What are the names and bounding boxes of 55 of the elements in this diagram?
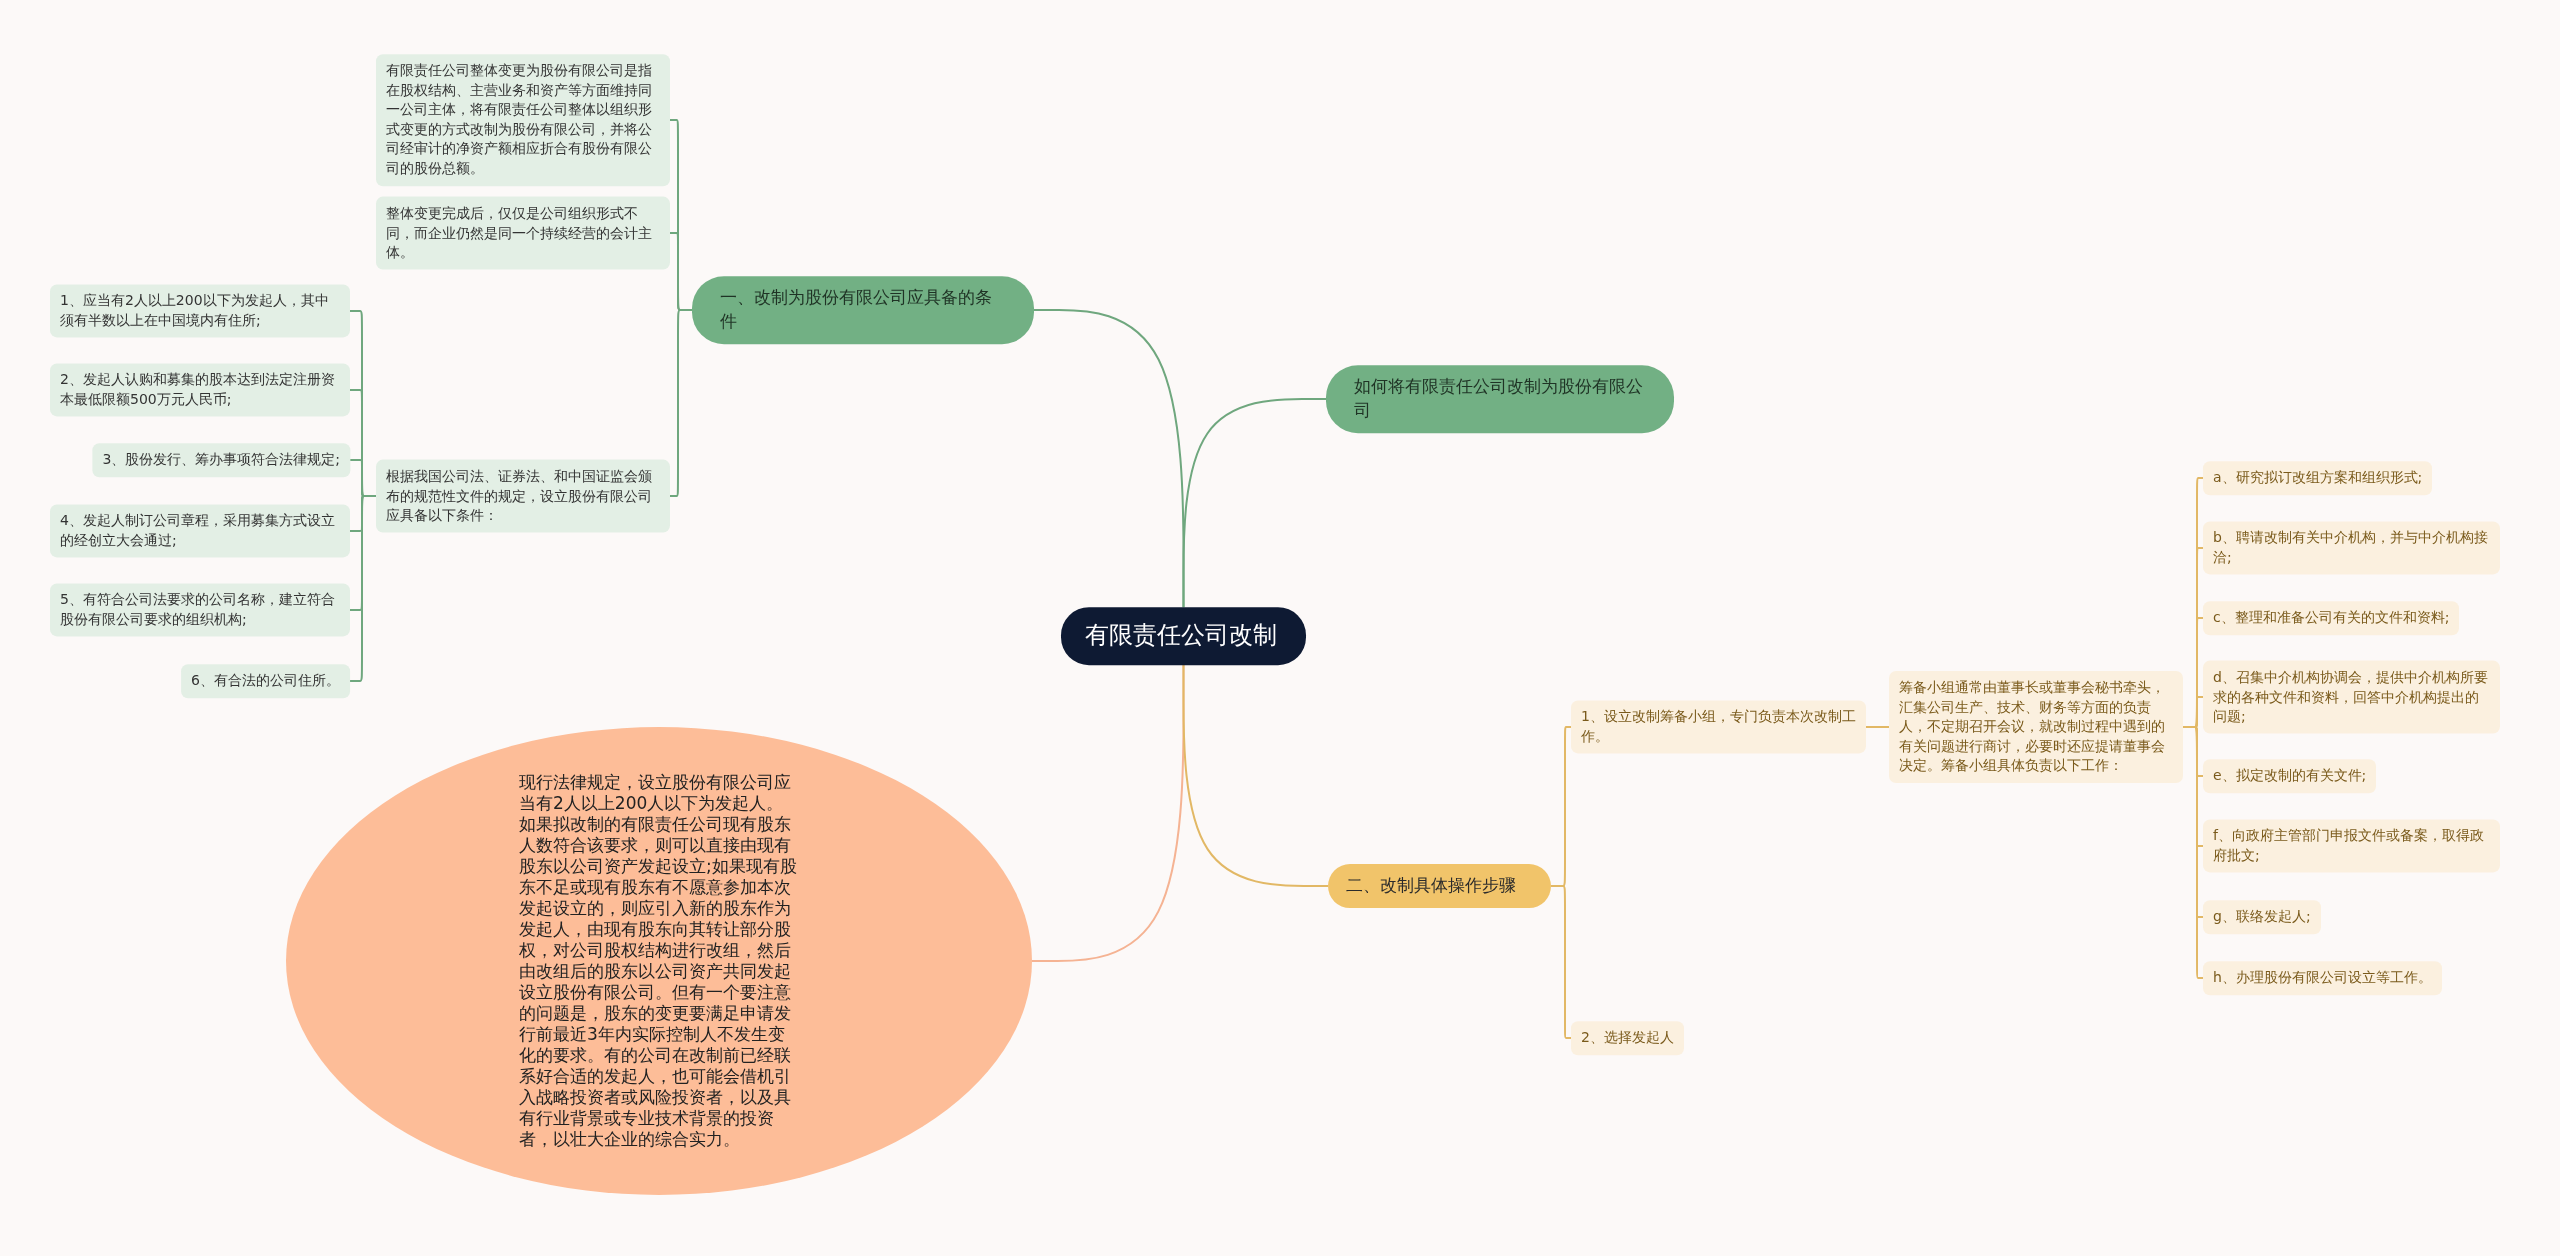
topic-text: 2、发起人认购和募集的股本达到法定注册资本最低限额500万元人民币; bbox=[60, 370, 336, 409]
topic-text: 2、选择发起人 bbox=[1581, 1028, 1674, 1048]
subtopic-box bbox=[92, 443, 350, 477]
topic-text: 如何将有限责任公司改制为股份有限公司 bbox=[1354, 375, 1644, 422]
connector-line bbox=[2182, 726, 2204, 979]
branch-topic bbox=[692, 276, 1034, 344]
connector-line bbox=[1550, 885, 1572, 1039]
topic-text: 4、发起人制订公司章程，采用募集方式设立的经创立大会通过; bbox=[60, 511, 336, 550]
topic-text: 现行法律规定，设立股份有限公司应当有2人以上200人以下为发起人。如果拟改制的有限责任公司现有股东人数符合该要求，则可以直接由现有股东以公司资产发起设立;如果现有股东不足或现有股东有不愿意参加本次发起设立的，则应引入新的股东作为发起人，由现有股东向其转让部分股权，对公司股权结构进行改组，然后由改组后的股东以公司资产共同发起设立股份有限公司。但有一个要注意的问题是，股东的变更要满足申请发行前最近3年内实际控制人不发生变化的要求。有的公司在改制前已经联系好合适的发起人，也可能会借机引入战略投资者或风险投资者，以及具有行业背景或专业技术背景的投资者，以壮大企业的综合实力。 bbox=[519, 772, 798, 1150]
connector-line bbox=[1182, 398, 1327, 609]
subtopic-box bbox=[1889, 671, 2183, 783]
subtopic-box bbox=[181, 664, 350, 698]
topic-text: h、办理股份有限公司设立等工作。 bbox=[2213, 968, 2432, 988]
subtopic-box bbox=[2203, 461, 2433, 495]
subtopic-box bbox=[376, 196, 670, 270]
topic-text: 一、改制为股份有限公司应具备的条件 bbox=[720, 286, 993, 333]
subtopic-box bbox=[50, 363, 350, 417]
subtopic-box bbox=[50, 583, 350, 637]
subtopic-box bbox=[2203, 660, 2500, 734]
topic-text: 筹备小组通常由董事长或董事会秘书牵头，汇集公司生产、技术、财务等方面的负责人，不定期召开会议，就改制过程中遇到的有关问题进行商讨，必要时还应提请董事会决定。筹备小组具体负责以下工作： bbox=[1899, 678, 2166, 776]
subtopic-box bbox=[1571, 1021, 1684, 1055]
branch-topic bbox=[1328, 864, 1551, 908]
topic-text: 1、应当有2人以上200以下为发起人，其中须有半数以上在中国境内有住所; bbox=[60, 291, 330, 330]
subtopic-box bbox=[2203, 961, 2442, 995]
branch-topic bbox=[1326, 365, 1674, 433]
topic-text: 有限责任公司改制 bbox=[1085, 620, 1278, 652]
topic-text: b、聘请改制有关中介机构，并与中介机构接洽; bbox=[2213, 528, 2489, 567]
subtopic-box bbox=[2203, 601, 2460, 635]
connector-line bbox=[1865, 726, 1890, 728]
topic-text: 二、改制具体操作步骤 bbox=[1346, 874, 1517, 898]
subtopic-box bbox=[376, 459, 670, 533]
topic-text: 5、有符合公司法要求的公司名称，建立符合股份有限公司要求的组织机构; bbox=[60, 590, 336, 629]
connector-line bbox=[669, 309, 693, 497]
subtopic-box bbox=[1571, 700, 1866, 754]
topic-text: 有限责任公司整体变更为股份有限公司是指在股权结构、主营业务和资产等方面维持同一公司主体，将有限责任公司整体以组织形式变更的方式改制为股份有限公司，并将公司经审计的净资产额相应折合有股份有限公司的股份总额。 bbox=[386, 61, 653, 179]
subtopic-box bbox=[2203, 819, 2500, 873]
topic-text: 整体变更完成后，仅仅是公司组织形式不同，而企业仍然是同一个持续经营的会计主体。 bbox=[386, 203, 653, 262]
topic-text: 1、设立改制筹备小组，专门负责本次改制工作。 bbox=[1581, 707, 1856, 746]
root-topic bbox=[1061, 607, 1306, 665]
subtopic-box bbox=[376, 54, 670, 186]
connector-line bbox=[1182, 663, 1329, 887]
topic-text: d、召集中介机构协调会，提供中介机构所要求的各种文件和资料，回答中介机构提出的问题; bbox=[2213, 667, 2489, 726]
subtopic-box bbox=[50, 504, 350, 558]
topic-text: 3、股份发行、筹办事项符合法律规定; bbox=[102, 450, 340, 470]
topic-text: g、联络发起人; bbox=[2213, 907, 2311, 927]
subtopic-box bbox=[2203, 759, 2377, 793]
subtopic-box bbox=[2203, 900, 2321, 934]
subtopic-box bbox=[2203, 521, 2500, 575]
topic-text: 根据我国公司法、证券法、和中国证监会颁布的规范性文件的规定，设立股份有限公司应具备以下条件： bbox=[386, 466, 653, 525]
topic-text: a、研究拟订改组方案和组织形式; bbox=[2213, 468, 2423, 488]
topic-text: f、向政府主管部门申报文件或备案，取得政府批文; bbox=[2213, 826, 2485, 865]
subtopic-box bbox=[50, 284, 350, 338]
topic-text: 6、有合法的公司住所。 bbox=[191, 671, 340, 691]
topic-text: c、整理和准备公司有关的文件和资料; bbox=[2213, 608, 2450, 628]
topic-text: e、拟定改制的有关文件; bbox=[2213, 766, 2367, 786]
